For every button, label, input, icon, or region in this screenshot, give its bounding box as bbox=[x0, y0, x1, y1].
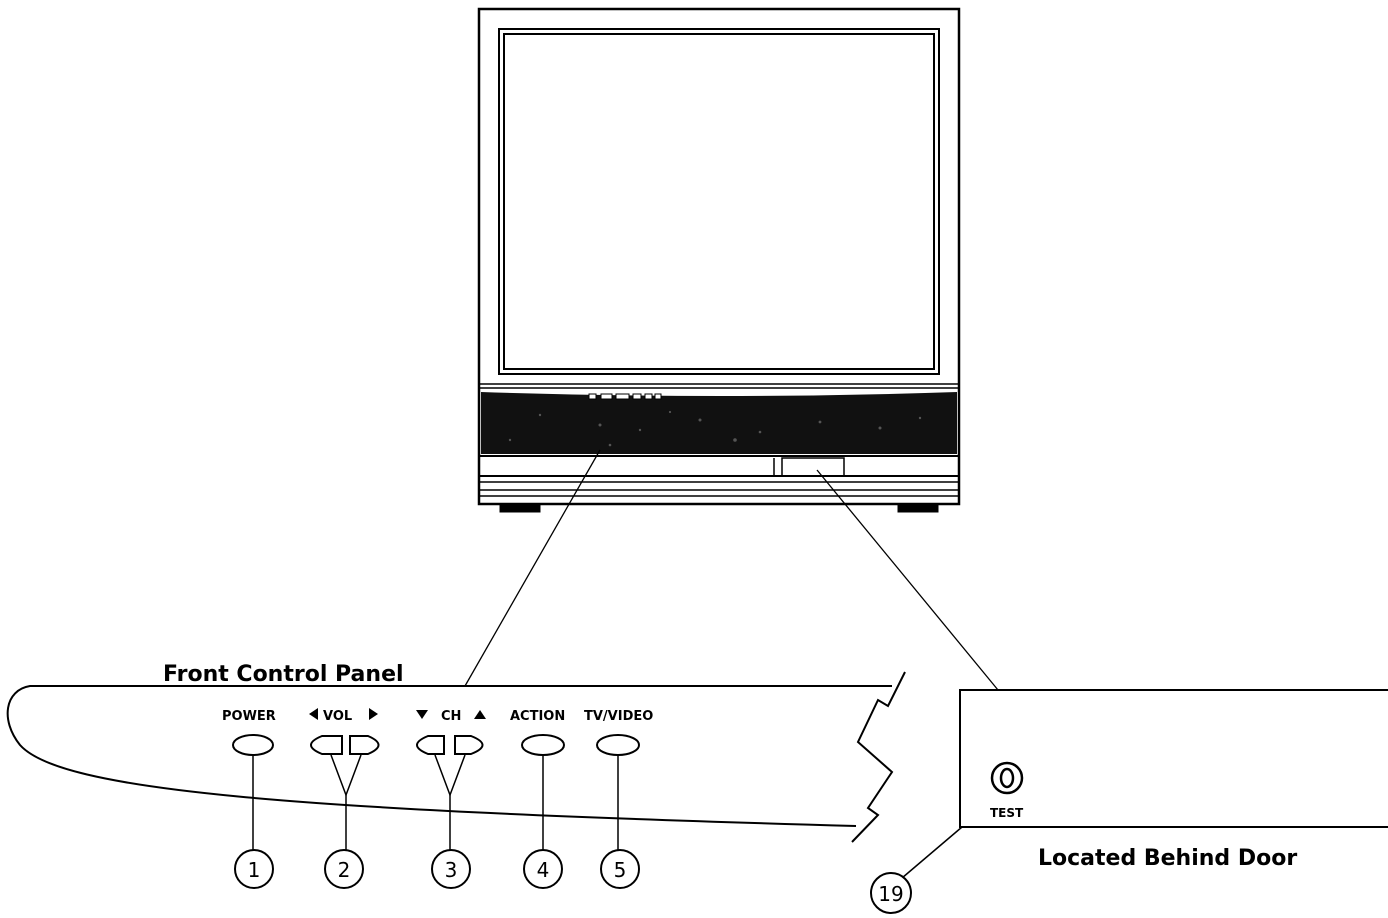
panel-outline bbox=[6, 685, 892, 827]
ch-down-button[interactable] bbox=[416, 735, 445, 755]
callout-1-number: 1 bbox=[248, 858, 261, 882]
test-label: TEST bbox=[990, 806, 1024, 820]
ch-up-arrow-icon bbox=[474, 710, 486, 719]
television bbox=[477, 7, 961, 513]
tv-screen bbox=[503, 33, 935, 370]
behind-door-panel: TEST 19 Located Behind Door bbox=[870, 689, 1388, 914]
tv-door bbox=[781, 457, 845, 477]
ch-up-button[interactable] bbox=[454, 735, 484, 755]
callout-3-number: 3 bbox=[445, 858, 458, 882]
vol-up-button[interactable] bbox=[349, 735, 380, 755]
callout-19-number: 19 bbox=[878, 882, 903, 906]
callout-4-number: 4 bbox=[537, 858, 550, 882]
tv-video-button[interactable] bbox=[596, 734, 640, 756]
callout-5-number: 5 bbox=[614, 858, 627, 882]
ch-label: CH bbox=[441, 709, 461, 724]
power-button[interactable] bbox=[232, 734, 274, 756]
tv-foot-right bbox=[897, 503, 939, 513]
action-label: ACTION bbox=[510, 709, 565, 724]
vol-left-arrow-icon bbox=[309, 708, 318, 720]
door-panel-outline bbox=[959, 689, 1388, 828]
tv-screen-bezel bbox=[498, 28, 940, 375]
panel-break-mark bbox=[851, 671, 906, 843]
vol-down-button[interactable] bbox=[310, 735, 343, 755]
action-button[interactable] bbox=[521, 734, 565, 756]
callout-5 bbox=[600, 849, 640, 889]
callout-2-number: 2 bbox=[338, 858, 351, 882]
callout-1 bbox=[234, 849, 274, 889]
callout-3 bbox=[431, 849, 471, 889]
leader-lines bbox=[464, 449, 999, 691]
power-label: POWER bbox=[222, 709, 276, 724]
behind-door-title: Located Behind Door bbox=[1038, 846, 1297, 871]
callout-19 bbox=[870, 872, 912, 914]
vol-right-arrow-icon bbox=[369, 708, 378, 720]
vol-label: VOL bbox=[323, 709, 352, 724]
tv-foot-left bbox=[499, 503, 541, 513]
test-button-inner bbox=[999, 767, 1015, 789]
tv-front-buttons bbox=[588, 393, 662, 400]
ch-down-arrow-icon bbox=[416, 710, 428, 719]
tv-cabinet bbox=[477, 7, 961, 506]
callout-4 bbox=[523, 849, 563, 889]
test-button[interactable] bbox=[990, 761, 1024, 795]
speaker-grille bbox=[481, 392, 957, 454]
callout-2 bbox=[324, 849, 364, 889]
front-control-panel: Front Control Panel POWER VOL CH ACTION … bbox=[6, 662, 906, 889]
tv-video-label: TV/VIDEO bbox=[584, 709, 653, 724]
front-panel-title: Front Control Panel bbox=[163, 662, 404, 687]
